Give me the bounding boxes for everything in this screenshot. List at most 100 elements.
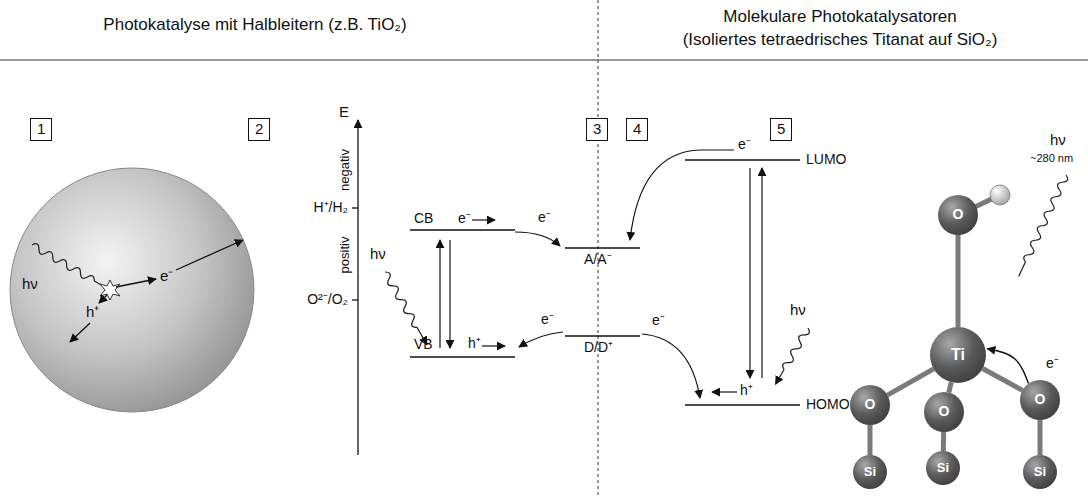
atom-symbol: O	[865, 397, 876, 412]
divider-line	[598, 0, 599, 498]
chemical-bond	[868, 425, 873, 455]
callout-number: 4	[633, 121, 641, 138]
excitation-arrow	[439, 240, 440, 348]
atom-sphere: Ti	[930, 327, 986, 383]
acceptor-level	[565, 247, 640, 249]
charge-carrier-label: h⁺	[86, 304, 99, 321]
diagram-label: O²⁻/O₂	[307, 292, 348, 307]
panel-number-box: 4	[626, 118, 648, 141]
section-heading: Photokatalyse mit Halbleitern (z.B. TiO₂…	[103, 16, 406, 35]
charge-carrier-label: hν	[22, 276, 38, 293]
electron-transfer-arrow	[642, 334, 700, 398]
hole-arrow	[99, 295, 107, 303]
homo-level	[685, 404, 800, 406]
atom-symbol: Si	[937, 461, 949, 475]
photon-wave	[30, 242, 110, 292]
diagram-label: negativ	[338, 149, 352, 191]
panel-number-box: 5	[770, 118, 792, 141]
chemical-bond	[956, 235, 961, 327]
panel-number-box: 2	[248, 118, 270, 141]
electron-transfer-arrow	[515, 232, 560, 246]
axis-tick	[352, 207, 358, 208]
photon-wave	[382, 270, 430, 346]
callout-number: 5	[777, 121, 785, 138]
diagram-label: positiv	[338, 237, 352, 274]
recombination-arrow	[749, 168, 750, 378]
valence-band	[410, 356, 515, 358]
electron-transfer-arrow	[987, 349, 1028, 384]
axis-tick	[352, 299, 358, 300]
diagram-label: VB	[414, 337, 433, 352]
chemical-bond	[983, 368, 1023, 390]
atom-symbol: O	[953, 207, 964, 222]
conduction-band	[410, 229, 515, 231]
hydrogen-atom	[990, 185, 1010, 205]
section-heading: Molekulare Photokatalysatoren	[723, 8, 956, 27]
panel-number-box: 3	[586, 118, 608, 141]
hole-arrow	[712, 391, 737, 392]
atom-symbol: O	[1035, 392, 1046, 407]
chemical-bond	[949, 382, 952, 392]
diagram-label: HOMO	[806, 397, 850, 412]
electron-transfer-arrow	[519, 332, 563, 347]
lumo-level	[685, 159, 800, 161]
callout-number: 1	[37, 121, 45, 138]
diagram-label: e⁻	[458, 211, 471, 226]
atom-sphere: Si	[1023, 455, 1057, 489]
panel-number-box: 1	[30, 118, 52, 141]
chemical-bond	[1038, 420, 1043, 455]
diagram-label: CB	[414, 211, 433, 226]
diagram-label: e⁻	[538, 210, 551, 225]
energy-axis	[357, 120, 358, 455]
electron-arrow	[472, 219, 495, 220]
hole-migration-arrow	[70, 323, 90, 342]
diagram-label: D/D⁺	[584, 340, 613, 355]
atom-symbol: Si	[1034, 465, 1046, 479]
diagram-label: e⁻	[652, 313, 665, 328]
atom-sphere: O	[938, 195, 978, 235]
diagram-label: LUMO	[806, 152, 846, 167]
atom-symbol: Si	[864, 465, 876, 479]
diagram-label: hν	[790, 302, 806, 319]
diagram-label: A/A⁻	[584, 252, 612, 267]
charge-carrier-label: e⁻	[160, 268, 173, 285]
photon-wave	[772, 326, 811, 386]
diagram-label: hν	[370, 246, 386, 263]
photon-wave	[1015, 174, 1069, 278]
callout-number: 2	[255, 121, 263, 138]
excitation-burst	[100, 280, 120, 300]
diagram-label: h⁺	[740, 383, 753, 398]
diagram-label: h⁺	[468, 336, 481, 351]
atom-sphere: O	[924, 392, 964, 432]
diagram-label: e⁻	[1046, 356, 1059, 371]
diagram-label: H⁺/H₂	[313, 200, 348, 215]
diagram-label: e⁻	[738, 137, 751, 152]
chemical-bond	[887, 369, 933, 395]
excitation-arrow	[761, 168, 762, 378]
header-rule	[0, 60, 1088, 61]
diagram-label: ~280 nm	[1030, 152, 1073, 164]
electron-migration-arrow	[176, 240, 243, 270]
atom-symbol: Ti	[951, 346, 965, 364]
donor-level	[565, 335, 640, 337]
electron-arrow	[116, 279, 156, 287]
chemical-bond	[941, 432, 946, 451]
semiconductor-particle	[10, 168, 254, 412]
atom-symbol: O	[939, 404, 950, 419]
semiconductor-particle: hν e⁻ h⁺	[10, 168, 254, 412]
diagram-label: hν	[1050, 132, 1066, 149]
atom-sphere: O	[850, 385, 890, 425]
diagram-label: E	[339, 104, 349, 121]
callout-number: 3	[593, 121, 601, 138]
hole-arrow	[482, 345, 505, 346]
atom-sphere: Si	[926, 451, 960, 485]
electron-transfer-arrow	[630, 150, 734, 240]
atom-sphere: Si	[853, 455, 887, 489]
recombination-arrow	[449, 240, 450, 348]
atom-sphere: O	[1020, 380, 1060, 420]
diagram-label: e⁻	[541, 312, 554, 327]
section-heading: (Isoliertes tetraedrisches Titanat auf S…	[683, 31, 998, 50]
